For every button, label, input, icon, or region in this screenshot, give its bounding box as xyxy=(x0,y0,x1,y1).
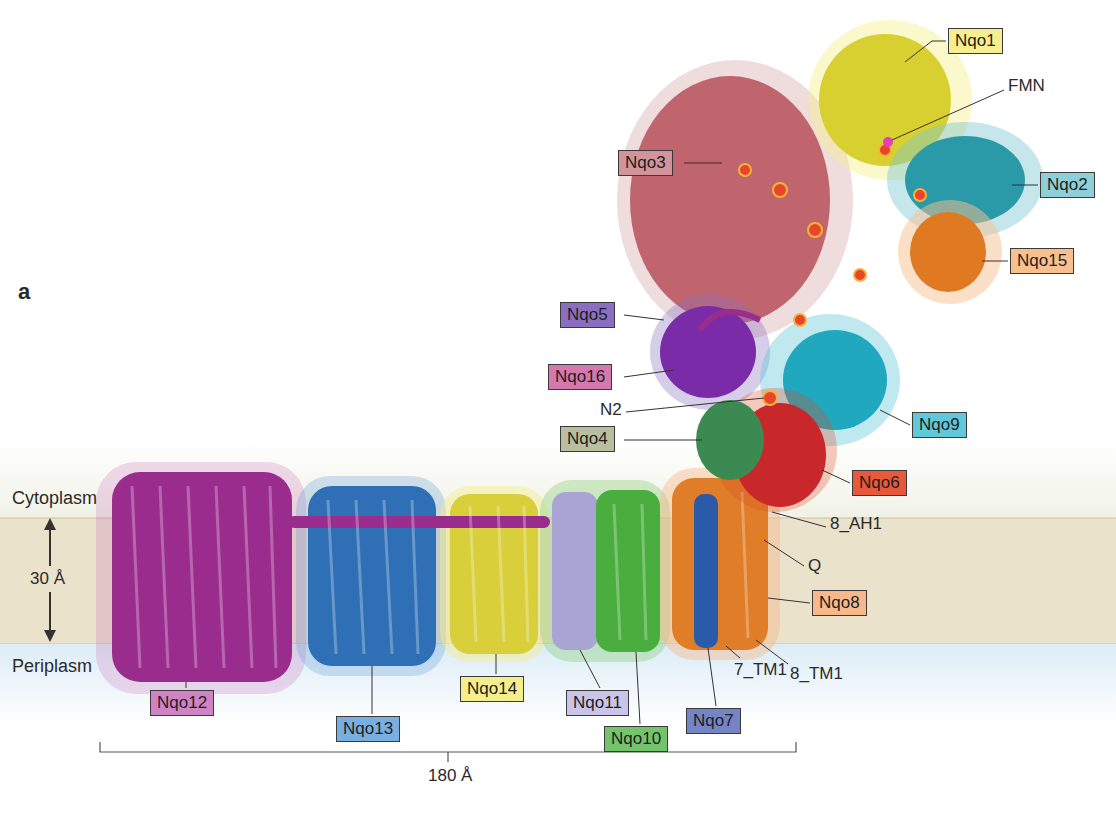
subunit-label-box: Nqo13 xyxy=(336,716,400,742)
subunit-label-box: Nqo2 xyxy=(1040,172,1095,198)
subunit-label-box: Nqo5 xyxy=(560,302,615,328)
subunit-label-box: Nqo3 xyxy=(618,150,673,176)
subunit-name: Nqo16 xyxy=(555,367,605,386)
cluster-label: N2 xyxy=(600,400,622,420)
subunit-label-box: Nqo9 xyxy=(912,412,967,438)
subunit-label-box: Nqo15 xyxy=(1010,248,1074,274)
subunit-name: Nqo15 xyxy=(1017,251,1067,270)
subunit-name: Nqo12 xyxy=(157,693,207,712)
subunit-name: Nqo6 xyxy=(859,473,900,492)
subunit-name: Nqo2 xyxy=(1047,175,1088,194)
subunit-name: Nqo13 xyxy=(343,719,393,738)
dimension-label: 180 Å xyxy=(428,766,472,786)
leader-lines xyxy=(186,41,1038,724)
subunit-name: Nqo3 xyxy=(625,153,666,172)
subunit-label-box: Nqo12 xyxy=(150,690,214,716)
cofactor-label: FMN xyxy=(1008,76,1045,96)
subunit-label-box: Nqo4 xyxy=(560,426,615,452)
dimension-label: 30 Å xyxy=(30,569,65,589)
subunit-name: Nqo4 xyxy=(567,429,608,448)
helix-label: 8_AH1 xyxy=(830,514,882,534)
scale-bracket xyxy=(100,742,796,762)
subunit-label-box: Nqo6 xyxy=(852,470,907,496)
subunit-label-box: Nqo11 xyxy=(566,690,629,716)
site-label: Q xyxy=(808,556,821,576)
subunit-name: Nqo1 xyxy=(955,31,996,50)
peripheral-arm xyxy=(617,20,1043,512)
subunit-label-box: Nqo10 xyxy=(604,726,668,752)
subunit-name: Nqo14 xyxy=(467,679,517,698)
subunit-label-box: Nqo14 xyxy=(460,676,524,702)
subunit-name: Nqo9 xyxy=(919,415,960,434)
subunit-name: Nqo7 xyxy=(693,711,734,730)
compartment-label: Periplasm xyxy=(12,656,92,676)
helix-label: 7_TM1 xyxy=(734,660,787,680)
subunit-name: Nqo8 xyxy=(819,593,860,612)
subunit-name: Nqo11 xyxy=(573,693,622,712)
subunit-label-box: Nqo7 xyxy=(686,708,741,734)
panel-letter: a xyxy=(18,282,30,302)
subunit-name: Nqo10 xyxy=(611,729,661,748)
helix-label: 8_TM1 xyxy=(790,664,843,684)
subunit-name: Nqo5 xyxy=(567,305,608,324)
membrane-arm xyxy=(96,462,780,694)
compartment-label: Cytoplasm xyxy=(12,488,97,508)
subunit-label-box: Nqo8 xyxy=(812,590,867,616)
subunit-label-box: Nqo16 xyxy=(548,364,612,390)
subunit-label-box: Nqo1 xyxy=(948,28,1003,54)
